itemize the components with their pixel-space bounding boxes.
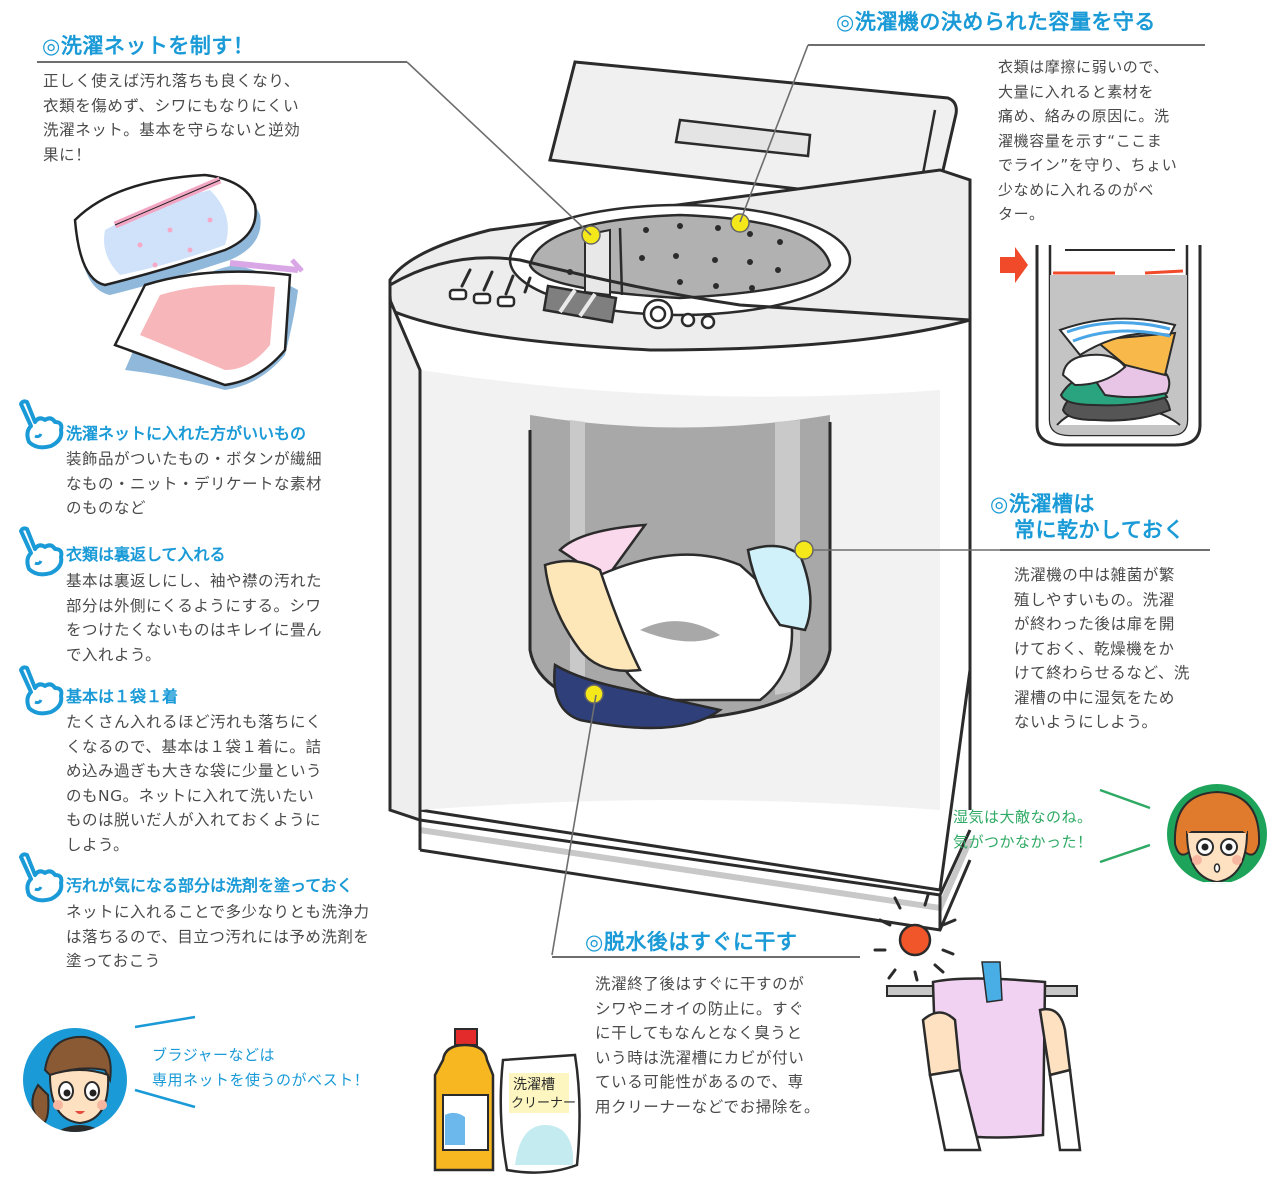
sun-icon xyxy=(898,923,932,957)
pointing-hand-icon xyxy=(19,665,64,716)
pointing-hand-icon xyxy=(19,526,64,577)
tip-line: たくさん入れるほど汚れも落ちにく xyxy=(66,713,322,731)
tip-title: 洗濯ネットに入れた方がいいもの xyxy=(66,424,307,443)
tip-line: 部分は外側にくるようにする。シワ xyxy=(66,596,322,615)
cleaner-label: 洗濯槽 xyxy=(513,1077,555,1093)
dry-tub-line: 濯槽の中に湿気をため xyxy=(1014,688,1176,707)
pointing-hand-icon xyxy=(19,399,64,450)
dry-tub-title-line: 常に乾かしておく xyxy=(1014,518,1185,542)
washing-machine-illustration xyxy=(388,60,973,932)
net-title-rule xyxy=(37,61,407,63)
dry-tub-section-body: 洗濯機の中は雑菌が繁 殖しやすいもの。洗濯 が終わった後は扉を開 けておく、乾燥… xyxy=(1014,563,1190,735)
woman-speech-lines xyxy=(134,1015,196,1109)
girl-avatar xyxy=(1167,784,1267,884)
net-section-body: 正しく使えば汚れ落ちも良くなり、 衣類を傷めず、シワにもなりにくい 洗濯ネット。… xyxy=(43,69,300,167)
hang-line: シワやニオイの防止に。すぐ xyxy=(595,999,805,1018)
capacity-line: ター。 xyxy=(998,205,1045,223)
capacity-line: 衣類は摩擦に弱いので、 xyxy=(998,58,1170,76)
tip-title: 汚れが気になる部分は洗剤を塗っておく xyxy=(66,876,353,895)
cleaner-label: クリーナー xyxy=(511,1096,576,1111)
tip-line: め込み過ぎも大きな袋に少量という xyxy=(66,762,323,780)
tip-line: ものは脱いだ人が入れておくように xyxy=(66,811,322,829)
capacity-line: 痛め、絡みの原因に。洗 xyxy=(998,107,1170,125)
lid-handle xyxy=(674,118,812,158)
tip-line: しよう。 xyxy=(66,835,130,854)
tip-line: ネットに入れることで多少なりとも洗浄力 xyxy=(66,903,370,921)
arrow-right-icon xyxy=(1000,247,1028,283)
tip-title: 衣類は裏返して入れる xyxy=(66,545,226,564)
tip-line: のものなど xyxy=(66,499,147,517)
dry-tub-line: ないようにしよう。 xyxy=(1014,713,1158,731)
hang-line: ている可能性があるので、専 xyxy=(595,1073,804,1091)
tip-line: は落ちるので、目立つ汚れには予め洗剤を xyxy=(66,927,370,946)
capacity-line: 少なめに入れるのがベ xyxy=(998,180,1155,199)
dry-tub-section-title: ◎洗濯槽は 常に乾かしておく xyxy=(990,491,1185,543)
dry-tub-line: 殖しやすいもの。洗濯 xyxy=(1014,590,1175,609)
net-line: 果に！ xyxy=(43,145,92,164)
hang-title-rule xyxy=(552,956,860,958)
tip-line: で入れよう。 xyxy=(66,645,162,664)
net-section-title: ◎洗濯ネットを制す！ xyxy=(42,34,255,58)
tub-capacity-illustration xyxy=(1000,245,1202,447)
laundry-net-bags-illustration xyxy=(73,173,304,390)
tip-line: のもNG。ネットに入れて洗いたい xyxy=(66,786,315,805)
tip-line: くなるので、基本は１袋１着に。詰 xyxy=(66,737,322,756)
dry-tub-title-rule xyxy=(1000,549,1210,551)
girl-speech-line: 湿気は大敵なのね。 xyxy=(953,808,1093,826)
capacity-section-body: 衣類は摩擦に弱いので、 大量に入れると素材を 痛め、絡みの原因に。洗 濯機容量を… xyxy=(998,55,1177,227)
bottle-cap xyxy=(454,1028,478,1046)
woman-speech-line: 専用ネットを使うのがベスト！ xyxy=(152,1071,370,1089)
towel-drying-illustration xyxy=(873,893,1082,1152)
tip-title: 基本は１袋１着 xyxy=(66,687,179,706)
dry-tub-line: けて終わらせるなど、洗 xyxy=(1014,664,1191,682)
woman-avatar xyxy=(23,1028,127,1132)
dry-tub-line: が終わった後は扉を開 xyxy=(1014,615,1176,633)
clothespin xyxy=(981,961,1003,1003)
net-line: 衣類を傷めず、シワにもなりにくい xyxy=(43,96,300,115)
net-line: 正しく使えば汚れ落ちも良くなり、 xyxy=(43,72,300,90)
net-line: 洗濯ネット。基本を守らないと逆効 xyxy=(43,121,301,139)
hang-line: に干してもなんとなく臭うと xyxy=(595,1024,803,1042)
hang-line: 用クリーナーなどでお掃除を。 xyxy=(595,1097,821,1116)
capacity-section-title: ◎洗濯機の決められた容量を守る xyxy=(836,10,1156,34)
capacity-line: でライン”を守り、ちょい xyxy=(998,156,1178,174)
woman-speech-line: ブラジャーなどは xyxy=(152,1046,275,1064)
tip-line: 塗っておこう xyxy=(66,952,161,970)
woman-speech-text: ブラジャーなどは 専用ネットを使うのがベスト！ xyxy=(152,1043,369,1093)
tip-line: をつけたくないものはキレイに畳ん xyxy=(66,621,323,639)
girl-speech-line: 気がつかなかった！ xyxy=(953,833,1093,851)
tip-line: 基本は裏返しにし、袖や襟の汚れた xyxy=(66,572,323,590)
capacity-line: 濯機容量を示す“ここま xyxy=(998,131,1163,150)
girl-speech-lines xyxy=(1099,788,1151,864)
marker-capacity xyxy=(730,213,750,233)
hang-section-body: 洗濯終了後はすぐに干すのが シワやニオイの防止に。すぐ に干してもなんとなく臭う… xyxy=(595,972,820,1119)
capacity-line: 大量に入れると素材を xyxy=(998,82,1155,101)
hang-line: いう時は洗濯槽にカビが付い xyxy=(595,1048,805,1067)
hang-line: 洗濯終了後はすぐに干すのが xyxy=(595,975,805,993)
tip-line: なもの・ニット・デリケートな素材 xyxy=(66,474,323,493)
tip-line: 装飾品がついたもの・ボタンが繊細 xyxy=(66,450,323,468)
hang-section-title: ◎脱水後はすぐに干す xyxy=(585,930,798,954)
dry-tub-line: 洗濯機の中は雑菌が繁 xyxy=(1014,566,1176,584)
tub-cleaner-illustration: 洗濯槽 クリーナー xyxy=(433,1028,581,1174)
dry-tub-title-line: ◎洗濯槽は xyxy=(990,492,1095,516)
dry-tub-line: けておく、乾燥機をか xyxy=(1014,639,1175,658)
girl-speech-text: 湿気は大敵なのね。 気がつかなかった！ xyxy=(953,805,1093,855)
pointing-hand-icon xyxy=(19,852,64,903)
